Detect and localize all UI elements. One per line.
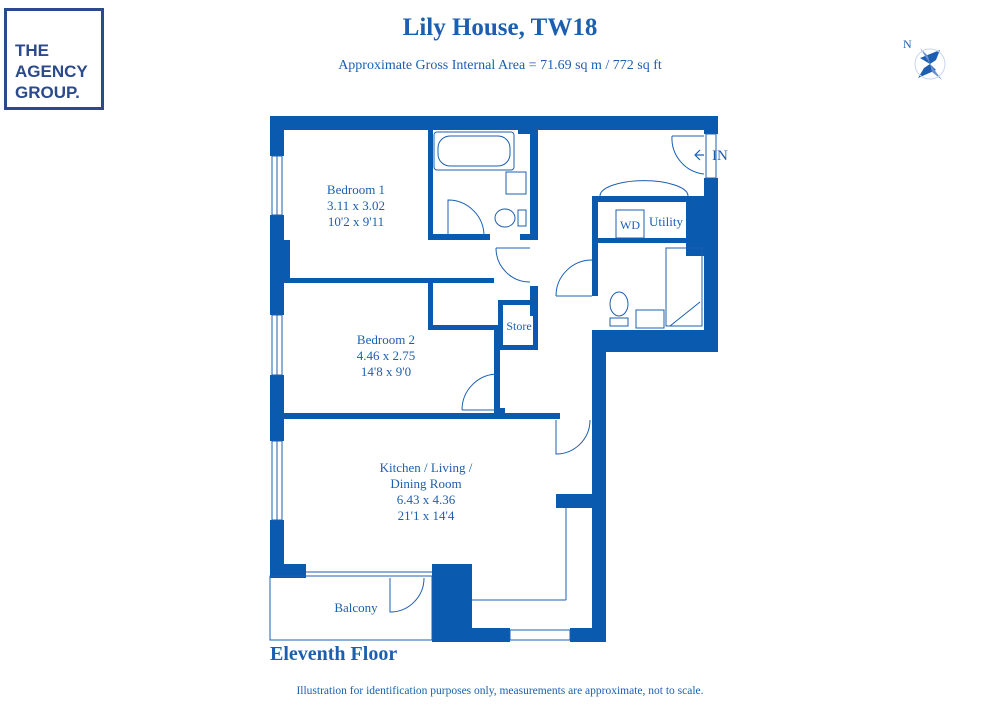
logo-line-2: AGENCY [15, 62, 88, 81]
kitchen-name-line-1: Kitchen / Living / [380, 460, 473, 475]
bedroom-1-name: Bedroom 1 [327, 182, 385, 197]
arrow-left-icon [694, 149, 704, 161]
compass-north-label: N [903, 37, 912, 51]
logo-line-1: THE [15, 41, 49, 60]
property-title: Lily House, TW18 [402, 14, 598, 41]
bedroom-2-metric: 4.46 x 2.75 [357, 348, 416, 363]
bedroom-1-imperial: 10'2 x 9'11 [328, 214, 384, 229]
washer-dryer-label: WD [620, 218, 640, 232]
kitchen-metric: 6.43 x 4.36 [397, 492, 456, 507]
entrance-label: IN [712, 148, 728, 164]
fixtures [269, 131, 717, 641]
gross-area-subtitle: Approximate Gross Internal Area = 71.69 … [338, 58, 662, 73]
floor-label: Eleventh Floor [270, 643, 398, 665]
walls [270, 116, 718, 642]
room-labels: Bedroom 1 3.11 x 3.02 10'2 x 9'11 Bedroo… [327, 182, 684, 615]
logo-line-3: GROUP. [15, 83, 80, 102]
store-name: Store [506, 319, 531, 333]
kitchen-name-line-2: Dining Room [390, 476, 461, 491]
bedroom-2-name: Bedroom 2 [357, 332, 415, 347]
utility-name: Utility [649, 214, 683, 229]
entrance-marker: IN [694, 148, 728, 164]
bedroom-1-metric: 3.11 x 3.02 [327, 198, 385, 213]
compass-icon: N [903, 37, 946, 80]
bedroom-2-imperial: 14'8 x 9'0 [361, 364, 411, 379]
balcony-name: Balcony [334, 600, 378, 615]
disclaimer-footer: Illustration for identification purposes… [296, 685, 704, 697]
kitchen-imperial: 21'1 x 14'4 [398, 508, 455, 523]
agency-logo: THE AGENCY GROUP. [4, 8, 104, 110]
